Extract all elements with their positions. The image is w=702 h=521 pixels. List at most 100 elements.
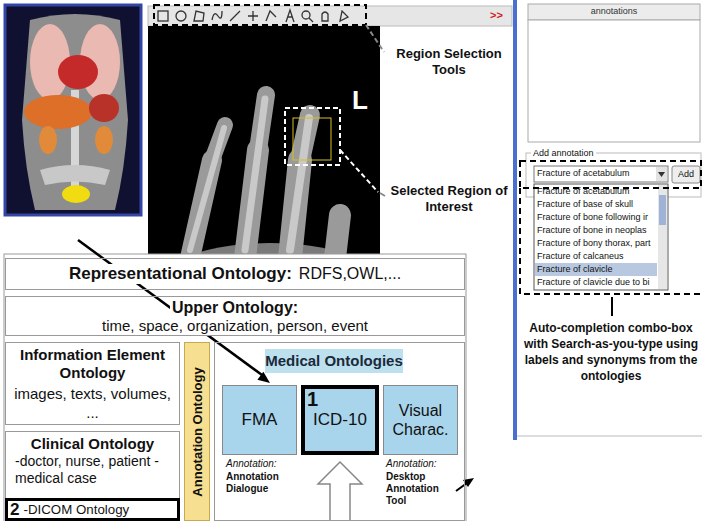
- xray-viewer-part-part: [176, 11, 186, 21]
- list-item: Fracture of acetabulum: [537, 186, 630, 197]
- callout-label: Auto-completion combo-box with Search-as…: [522, 320, 700, 384]
- ontology-panel-part: [456, 483, 467, 491]
- ct-scan-image-part: [62, 185, 90, 203]
- combo-text: Fracture of acetabulum: [537, 168, 630, 179]
- box-body: -doctor, nurse, patient -medical case: [9, 453, 176, 487]
- callout-number: 1: [307, 389, 318, 409]
- xray-viewer-part-part: [245, 99, 265, 250]
- ct-scan-image-part: [5, 5, 141, 215]
- xray-viewer-part-part: [212, 11, 222, 20]
- ct-scan-image-part: [95, 126, 113, 154]
- ontology-band: Upper Ontology:time, space, organization…: [5, 296, 465, 336]
- annotation-panel-part: [534, 166, 668, 182]
- annotation-panel-part: [672, 166, 700, 183]
- list-item: Fracture of calcaneus: [537, 251, 624, 262]
- group-frame: Medical OntologiesFMA1ICD-10Visual Chara…: [214, 342, 465, 521]
- ontology-box: Visual Charac.: [383, 385, 458, 455]
- ontology-band: Representational Ontology:RDFS,OWL,...: [5, 258, 465, 290]
- annotation-note: Annotation:: [226, 458, 277, 470]
- annotation-panel-part: [517, 436, 702, 437]
- ct-scan-image-part: [39, 126, 57, 154]
- view-marker: L: [352, 86, 368, 114]
- list-item: Fracture of base of skull: [537, 199, 633, 210]
- ct-scan-image: [5, 5, 141, 215]
- ontology-panel-part: [318, 462, 362, 521]
- list-item: Fracture of bone following ir: [537, 212, 648, 223]
- xray-viewer-part-part: [340, 11, 348, 21]
- band-heading: Upper Ontology:: [170, 298, 300, 317]
- list-item: Fracture of clavicle due to bi: [537, 277, 650, 288]
- box-text: FMA: [242, 410, 278, 430]
- xray-viewer-part: [165, 95, 375, 258]
- callout-label: Region Selection Tools: [388, 46, 510, 78]
- box-text: Visual Charac.: [386, 401, 455, 439]
- xray-viewer-part: [293, 118, 331, 160]
- annotation-note: Annotation Dialogue: [226, 471, 296, 495]
- ontology-box: Information Element Ontologyimages, text…: [5, 342, 180, 425]
- box-text: ICD-10: [313, 410, 367, 430]
- group-title: Add annotation: [531, 148, 596, 159]
- box-body: images, texts, volumes, ...: [9, 384, 176, 422]
- callout-box: 1ICD-10: [301, 385, 379, 455]
- annotation-note: Annotation:: [386, 458, 437, 470]
- xray-viewer-part-part: [302, 11, 310, 19]
- annotation-note: Desktop Annotation Tool: [386, 471, 454, 507]
- band-body: time, space, organization, person, event: [100, 317, 370, 335]
- band-text: Annotation Ontology: [185, 342, 209, 521]
- xray-viewer-part: [148, 26, 380, 258]
- list-item: Fracture of bony thorax, part: [537, 238, 651, 249]
- band-heading: Representational Ontology:: [67, 264, 294, 284]
- vertical-band: Annotation Ontology: [184, 342, 210, 521]
- xray-viewer-part-part: [266, 11, 276, 21]
- ct-scan-image-part: [89, 94, 119, 122]
- annotation-panel-part: [656, 167, 667, 181]
- xray-viewer-part: [380, 193, 385, 196]
- annotation-panel: [512, 0, 702, 440]
- ct-scan-image-part: [22, 14, 128, 210]
- callout-dashes-part: [520, 161, 701, 188]
- box-heading: Clinical Ontology: [31, 435, 154, 453]
- ontology-panel-part: [4, 254, 466, 521]
- annotation-panel-part: [658, 172, 665, 177]
- xray-viewer-part-part: [286, 10, 294, 22]
- ct-scan-image-part: [58, 55, 98, 89]
- xray-viewer-part: [154, 5, 366, 25]
- ontology-box: FMA: [222, 385, 297, 455]
- xray-viewer-part: [340, 150, 378, 192]
- toolbar-button: >>: [490, 9, 503, 22]
- box-text: -DICOM Ontology: [24, 502, 130, 518]
- xray-viewer-part-part: [248, 11, 258, 21]
- xray-viewer-part-part: [190, 128, 224, 250]
- xray-viewer-part: [366, 25, 384, 52]
- annotation-panel-part: [528, 20, 700, 142]
- annotation-panel-part: [528, 4, 700, 20]
- link-arrow-part: [257, 372, 270, 383]
- annotation-panel-part: [535, 263, 657, 276]
- list-item: Fracture of bone in neoplas: [537, 225, 647, 236]
- callout-dashes-part: [611, 297, 613, 316]
- callout-dashes: [520, 161, 701, 316]
- callout-number: 2: [10, 501, 20, 519]
- callout-label: Selected Region of Interest: [388, 183, 510, 215]
- button-text: Add: [672, 169, 700, 180]
- xray-viewer-part: [285, 108, 340, 165]
- group-heading: Medical Ontologies: [265, 349, 403, 373]
- xray-viewer-part: [158, 10, 348, 22]
- callout-box: 2-DICOM Ontology: [5, 498, 180, 521]
- annotation-panel-part: [658, 185, 667, 289]
- xray-viewer-part-part: [158, 11, 168, 21]
- annotation-panel-part: [513, 0, 517, 440]
- xray-viewer-part-part: [194, 11, 204, 21]
- annotation-panel-part: [534, 184, 668, 290]
- xray-viewer-part-part: [322, 12, 328, 21]
- annotation-panel-part: [512, 0, 702, 440]
- annotation-panel-part: [526, 153, 701, 197]
- ct-scan-image-part: [40, 165, 110, 185]
- panel-header: annotations: [528, 6, 700, 17]
- xray-viewer-part-part: [230, 11, 240, 21]
- ontology-panel: [4, 254, 474, 521]
- band-body: RDFS,OWL,...: [297, 265, 403, 283]
- annotation-panel-part: [659, 195, 666, 225]
- ontology-box: Clinical Ontology-doctor, nurse, patient…: [5, 431, 180, 521]
- callout-dashes-part: [520, 188, 701, 294]
